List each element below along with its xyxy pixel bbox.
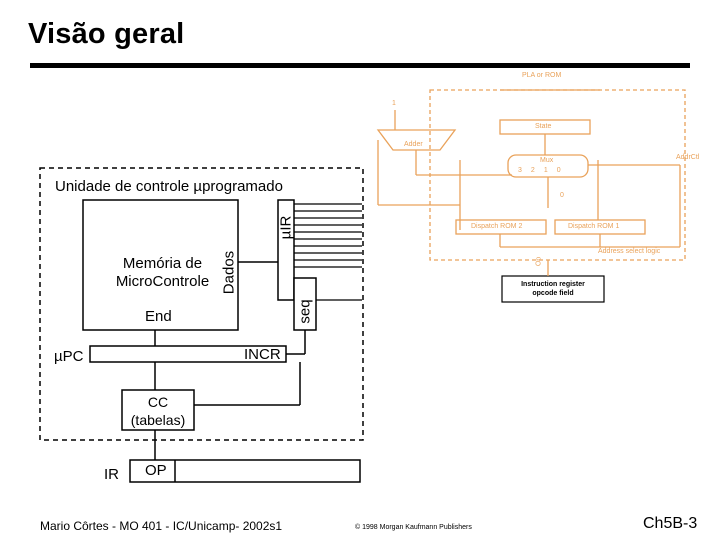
uir-register [277, 199, 295, 301]
upc-label: µPC [54, 348, 84, 365]
memory-label: Memória de MicroControle [100, 255, 225, 291]
cc-label: CC (tabelas) [122, 393, 194, 429]
cc-label-line2: (tabelas) [130, 412, 186, 428]
seq-label: seq [296, 299, 314, 324]
instruction-register-label: Instruction register opcode field [503, 280, 603, 298]
title-rule [30, 63, 690, 68]
ir-register [129, 459, 361, 483]
slide-title: Visão geral [28, 18, 185, 50]
control-unit-boundary [39, 167, 364, 441]
dispatch-rom-2-label: Dispatch ROM 2 [471, 223, 523, 230]
memory-label-line2: Micro [115, 273, 153, 290]
instruction-register-line1: Instruction register [521, 281, 585, 288]
memory-label-line2b: Controle [152, 273, 210, 290]
end-label: End [145, 308, 172, 325]
mux-zero-label: 0 [560, 192, 564, 199]
ir-label: IR [104, 466, 119, 483]
incr-label: INCR [244, 346, 281, 363]
mux-input-2: 2 [530, 167, 544, 174]
dados-label: Dados [220, 250, 238, 295]
mux-input-0: 0 [556, 167, 570, 174]
mux-input-3: 3 [518, 167, 531, 174]
adder-label: Adder [404, 141, 423, 148]
mux-input-1: 1 [543, 167, 557, 174]
cc-label-line1: CC [147, 394, 169, 410]
address-select-logic-label: Address select logic [598, 248, 661, 255]
footer-left: Mario Côrtes - MO 401 - IC/Unicamp- 2002… [40, 519, 283, 533]
op-label: OP [145, 462, 167, 479]
one-label: 1 [392, 100, 396, 107]
cc-tables-block [121, 389, 195, 431]
state-label: State [535, 123, 552, 130]
memory-label-line1: Memória de [122, 255, 203, 272]
uir-label: µIR [277, 215, 295, 240]
micro-sequencer-figure [376, 89, 686, 261]
footer-center: © 1998 Morgan Kaufmann Publishers [355, 524, 472, 531]
op-field-label: Op [535, 256, 543, 267]
mux-inputs: 3210 [518, 167, 570, 174]
instruction-register-box [501, 275, 605, 303]
addrctl-label: AddrCtl [676, 154, 700, 161]
footer-right: Ch5B-3 [643, 515, 698, 532]
instruction-register-line2: opcode field [532, 290, 574, 297]
pla-rom-label: PLA or ROM [522, 72, 562, 79]
mux-label: Mux [540, 157, 554, 164]
dispatch-rom-1-label: Dispatch ROM 1 [568, 223, 620, 230]
control-unit-label: Unidade de controle µprogramado [55, 178, 283, 195]
memory-block [82, 199, 239, 331]
